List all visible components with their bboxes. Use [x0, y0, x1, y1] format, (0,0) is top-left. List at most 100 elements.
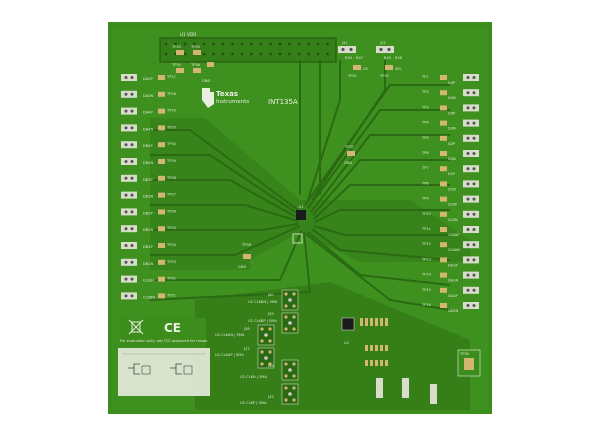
- sma-connector-cluster: J40 J39 J38 J37 J36 J35 U2 CLKBN | SMA U…: [215, 289, 299, 405]
- testpoint-pad: [158, 125, 165, 131]
- u2-chip: [341, 317, 355, 331]
- ti-logo-line2: Instruments: [216, 99, 249, 105]
- sma-header-left: [121, 107, 137, 115]
- net-label: DA2N: [448, 309, 458, 313]
- header-pin: [124, 260, 128, 264]
- net-label: DA1P: [448, 263, 458, 267]
- net-label: DA1N: [448, 279, 458, 283]
- u1-label: U1: [299, 205, 304, 209]
- header-pin: [307, 42, 310, 46]
- net-label: DB4N: [143, 161, 154, 165]
- cs-label: CS: [363, 67, 369, 71]
- net-label: DB4P: [143, 144, 154, 148]
- ti-logo-icon: [202, 88, 214, 108]
- sma-header-right: [463, 150, 479, 157]
- header-pin: [130, 109, 134, 113]
- header-pin: [221, 52, 225, 56]
- testpoint-pad: [440, 242, 447, 248]
- r48-label: R48: [395, 56, 403, 60]
- testpoint-pad: [440, 287, 447, 293]
- passive-component: [365, 345, 368, 351]
- testpoint-label: TP14: [421, 273, 432, 277]
- j31-header: [338, 46, 356, 53]
- testpoint-label: TP26: [166, 209, 177, 213]
- net-label: D4P: [448, 81, 456, 85]
- sma-header-right: [463, 195, 479, 203]
- net-label: D1N: [448, 187, 456, 191]
- net-label: DA3N: [143, 94, 153, 98]
- testpoint-label: TP24: [166, 243, 177, 247]
- bottom-header-1: [376, 378, 383, 398]
- weee-bin-body: [131, 321, 141, 333]
- sma-header-right: [463, 256, 479, 264]
- testpoint-label: TP27: [166, 193, 176, 197]
- header-pin: [130, 92, 134, 96]
- header-pin: [259, 52, 263, 56]
- ce-mark-icon: CE: [164, 321, 181, 335]
- r49-label: R49: [345, 56, 353, 60]
- header-pin: [174, 42, 177, 46]
- sma-pin: [260, 327, 264, 331]
- testpoint-pad: [440, 120, 447, 126]
- testpoint-pad: [158, 226, 165, 232]
- net-label: CLKBP: [143, 279, 155, 283]
- sma-center-pin: [264, 356, 268, 360]
- sma-header-left: [121, 191, 137, 199]
- weee-bin-icon: [128, 319, 144, 335]
- testpoint-label: TP30: [166, 142, 177, 146]
- header-pin: [124, 160, 128, 163]
- net-label: D4N: [448, 96, 456, 100]
- testpoint-label: TP18: [166, 92, 177, 96]
- passive-component: [385, 318, 388, 326]
- sma-header-right: [463, 180, 479, 188]
- header-pin: [466, 258, 470, 262]
- header-pin: [124, 277, 128, 281]
- trace: [307, 231, 451, 286]
- header-pin: [472, 288, 476, 292]
- net-label: DA4N: [143, 127, 153, 131]
- header-pin: [466, 121, 470, 125]
- sel-label: SEL: [395, 67, 402, 71]
- bottom-header-3: [430, 384, 437, 404]
- sma-header-right: [463, 302, 479, 309]
- passive-component: [385, 345, 388, 351]
- testpoint-pad: [158, 108, 165, 114]
- header-pin: [202, 42, 206, 46]
- header-pin: [472, 212, 476, 216]
- sma-pin: [268, 327, 272, 331]
- trace: [304, 84, 450, 206]
- sma-pin: [284, 398, 288, 402]
- header-pin: [124, 176, 128, 180]
- net-label: DB1N: [143, 262, 154, 266]
- legend-circuit-right: [170, 363, 193, 375]
- tp31-pad: [353, 65, 361, 70]
- header-pin: [130, 126, 134, 130]
- header-pin: [130, 260, 134, 264]
- sma-pin: [284, 292, 288, 296]
- header-pin: [124, 193, 128, 197]
- sma-header-left: [121, 275, 137, 283]
- j37-label: J37: [243, 347, 250, 351]
- header-pin: [130, 176, 134, 180]
- right-testpoint-column: TP1D4PTP2D4NTP3D3PTP4D3NTP5D2PTP6D2NTP7D…: [421, 74, 479, 313]
- header-pin: [316, 42, 320, 46]
- sma-clkbp-label: U2 CLKBP | SMA: [248, 319, 277, 323]
- trace: [150, 204, 299, 222]
- header-pin: [124, 210, 128, 214]
- testpoint-label: TP29: [166, 159, 177, 163]
- header-pin: [124, 109, 128, 113]
- header-pin: [316, 52, 320, 56]
- trace: [313, 225, 450, 236]
- sma-header-left: [121, 124, 137, 132]
- sma-center-pin: [288, 368, 292, 372]
- header-pin: [193, 42, 196, 46]
- net-label: DB1P: [143, 245, 154, 249]
- testpoint-pad: [440, 196, 447, 202]
- sma-pin: [292, 292, 296, 296]
- header-pin: [124, 92, 128, 96]
- u1-vdd-label: U1 VDD: [180, 32, 196, 37]
- sma-pin: [292, 304, 296, 308]
- ti-logo-line1: Texas: [216, 90, 238, 98]
- sma-pin: [284, 374, 288, 378]
- sma-clkp-label: U2 CLKP | SMA: [240, 401, 267, 405]
